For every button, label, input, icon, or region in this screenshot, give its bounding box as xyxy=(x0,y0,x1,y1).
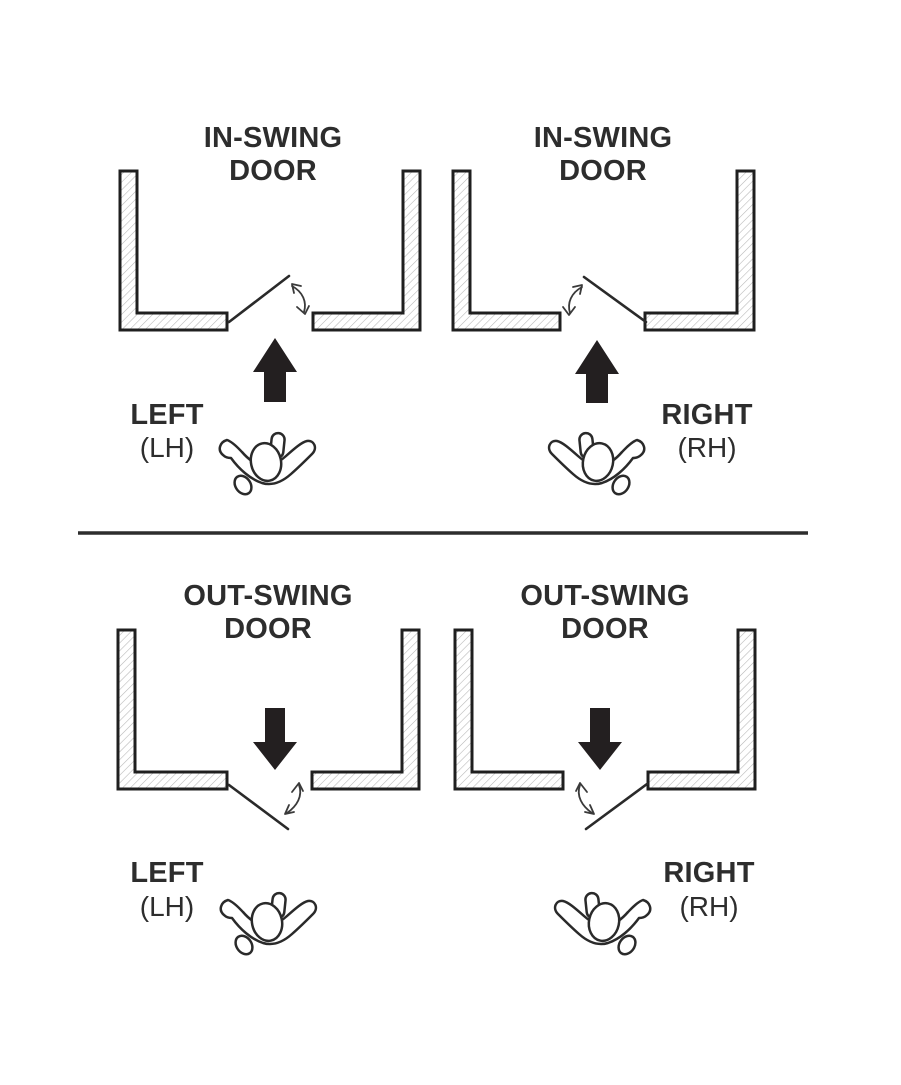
diagram-in-swing-left xyxy=(118,169,422,499)
hand-abbr-label: (LH) xyxy=(139,432,195,463)
door-swing-arc-icon xyxy=(284,782,304,815)
down-arrow-icon xyxy=(253,708,297,770)
door-swing-arc-icon xyxy=(575,782,595,815)
down-arrow-icon xyxy=(578,708,622,770)
diagram-out-swing-left xyxy=(116,628,421,959)
person-top-view-icon xyxy=(547,431,646,499)
wall-right xyxy=(310,628,421,791)
door-leaf xyxy=(227,274,291,324)
door-leaf xyxy=(582,275,648,324)
hand-abbr-label: (LH) xyxy=(139,891,195,922)
hand-label: RIGHT xyxy=(663,857,755,889)
door-leaf xyxy=(227,783,290,831)
wall-left xyxy=(118,169,229,332)
door-leaf xyxy=(584,782,649,831)
up-arrow-icon xyxy=(575,340,619,403)
diagram-title: OUT-SWING DOOR xyxy=(183,580,353,645)
wall-left xyxy=(451,169,562,332)
hand-abbr-label: (RH) xyxy=(677,432,737,463)
hand-label: LEFT xyxy=(130,399,204,431)
wall-left xyxy=(116,628,229,791)
door-swing-arc-icon xyxy=(291,283,310,315)
hand-label: LEFT xyxy=(130,857,204,889)
wall-left xyxy=(453,628,565,791)
diagram-out-swing-right xyxy=(453,628,757,959)
diagram-in-swing-right xyxy=(451,169,756,499)
wall-right xyxy=(643,169,756,332)
wall-right xyxy=(311,169,422,332)
hand-abbr-label: (RH) xyxy=(679,891,739,922)
wall-right xyxy=(646,628,757,791)
up-arrow-icon xyxy=(253,338,297,402)
diagram-title: IN-SWING DOOR xyxy=(203,122,343,187)
diagram-title: IN-SWING DOOR xyxy=(533,122,673,187)
diagram-title: OUT-SWING DOOR xyxy=(520,580,690,645)
door-swing-arc-icon xyxy=(562,284,583,316)
hand-label: RIGHT xyxy=(661,399,753,431)
